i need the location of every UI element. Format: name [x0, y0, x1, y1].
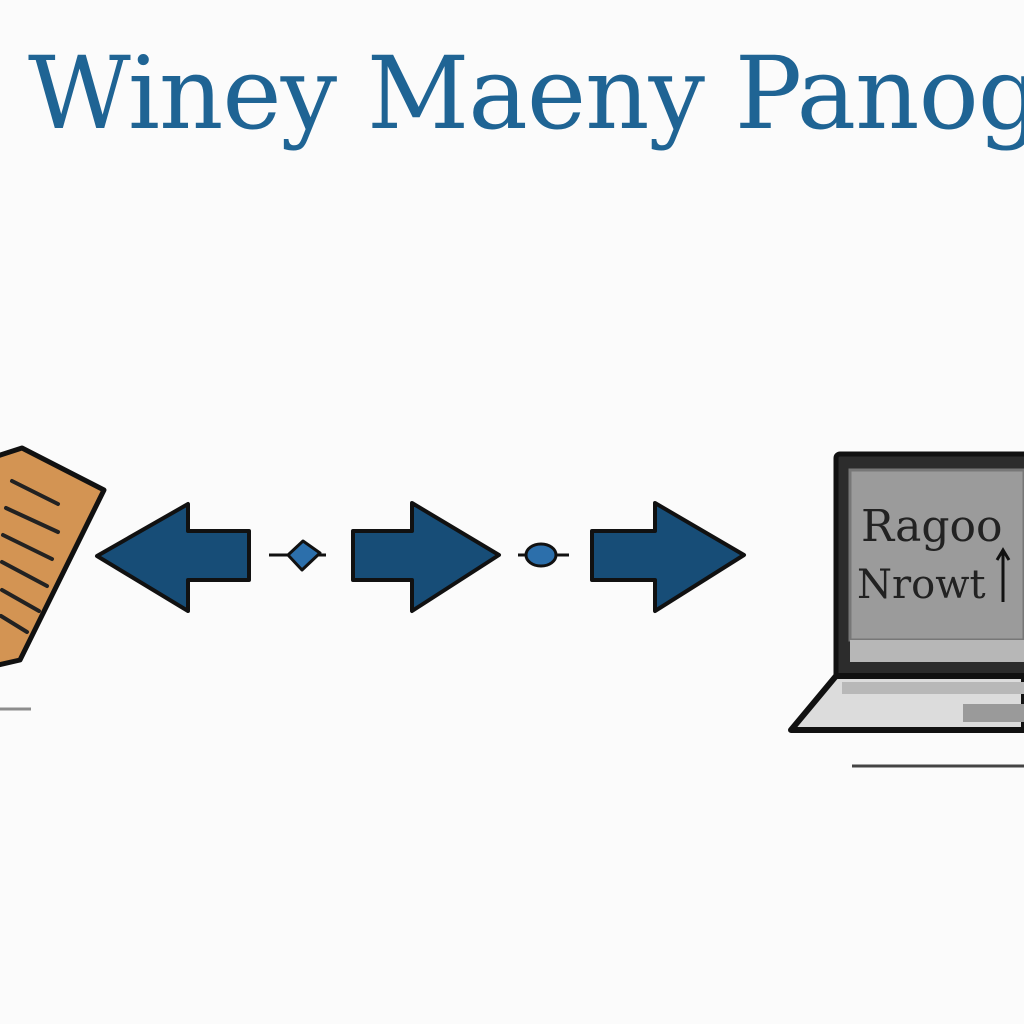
right-arrow-icon [590, 501, 746, 613]
laptop-screen-line: Ragoo [861, 501, 1003, 552]
small-node-icon [269, 539, 326, 572]
laptop-screen-line: Nrowt [857, 562, 986, 608]
document-icon [0, 445, 107, 711]
laptop-icon: Ragoo Nrowt [788, 451, 1024, 768]
left-arrow-icon [95, 502, 251, 613]
diagram-title: Winey Maeny Panogel Ramo [28, 35, 1024, 152]
right-arrow-icon [351, 501, 501, 613]
small-node-icon [518, 542, 569, 568]
